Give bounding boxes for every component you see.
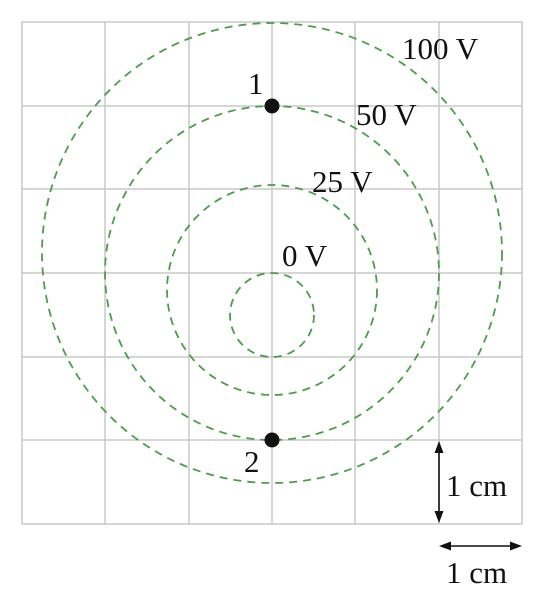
- horizontal-scale-label: 1 cm: [446, 555, 507, 590]
- equipotential-100v-label: 100 V: [402, 31, 479, 66]
- vertical-scale-label: 1 cm: [446, 468, 507, 503]
- horizontal-scale-arrowhead-left: [439, 541, 451, 551]
- equipotential-25v-line: [166, 184, 378, 396]
- horizontal-scale-arrow: [439, 541, 522, 551]
- vertical-scale-arrowhead-top: [434, 441, 444, 453]
- point-1-label: 1: [248, 66, 264, 101]
- equipotential-50v-label: 50 V: [356, 97, 417, 132]
- equipotential-0v-label: 0 V: [282, 238, 328, 273]
- equipotential-100v-line: [41, 22, 503, 484]
- vertical-scale-arrow: [434, 441, 444, 523]
- point-2-label: 2: [244, 444, 260, 479]
- equipotential-0v-line: [229, 272, 315, 358]
- horizontal-scale-arrowhead-right: [510, 541, 522, 551]
- vertical-scale-arrowhead-bottom: [434, 511, 444, 523]
- point-1-marker: [264, 98, 280, 114]
- point-2-marker: [264, 432, 280, 448]
- equipotential-25v-label: 25 V: [312, 164, 373, 199]
